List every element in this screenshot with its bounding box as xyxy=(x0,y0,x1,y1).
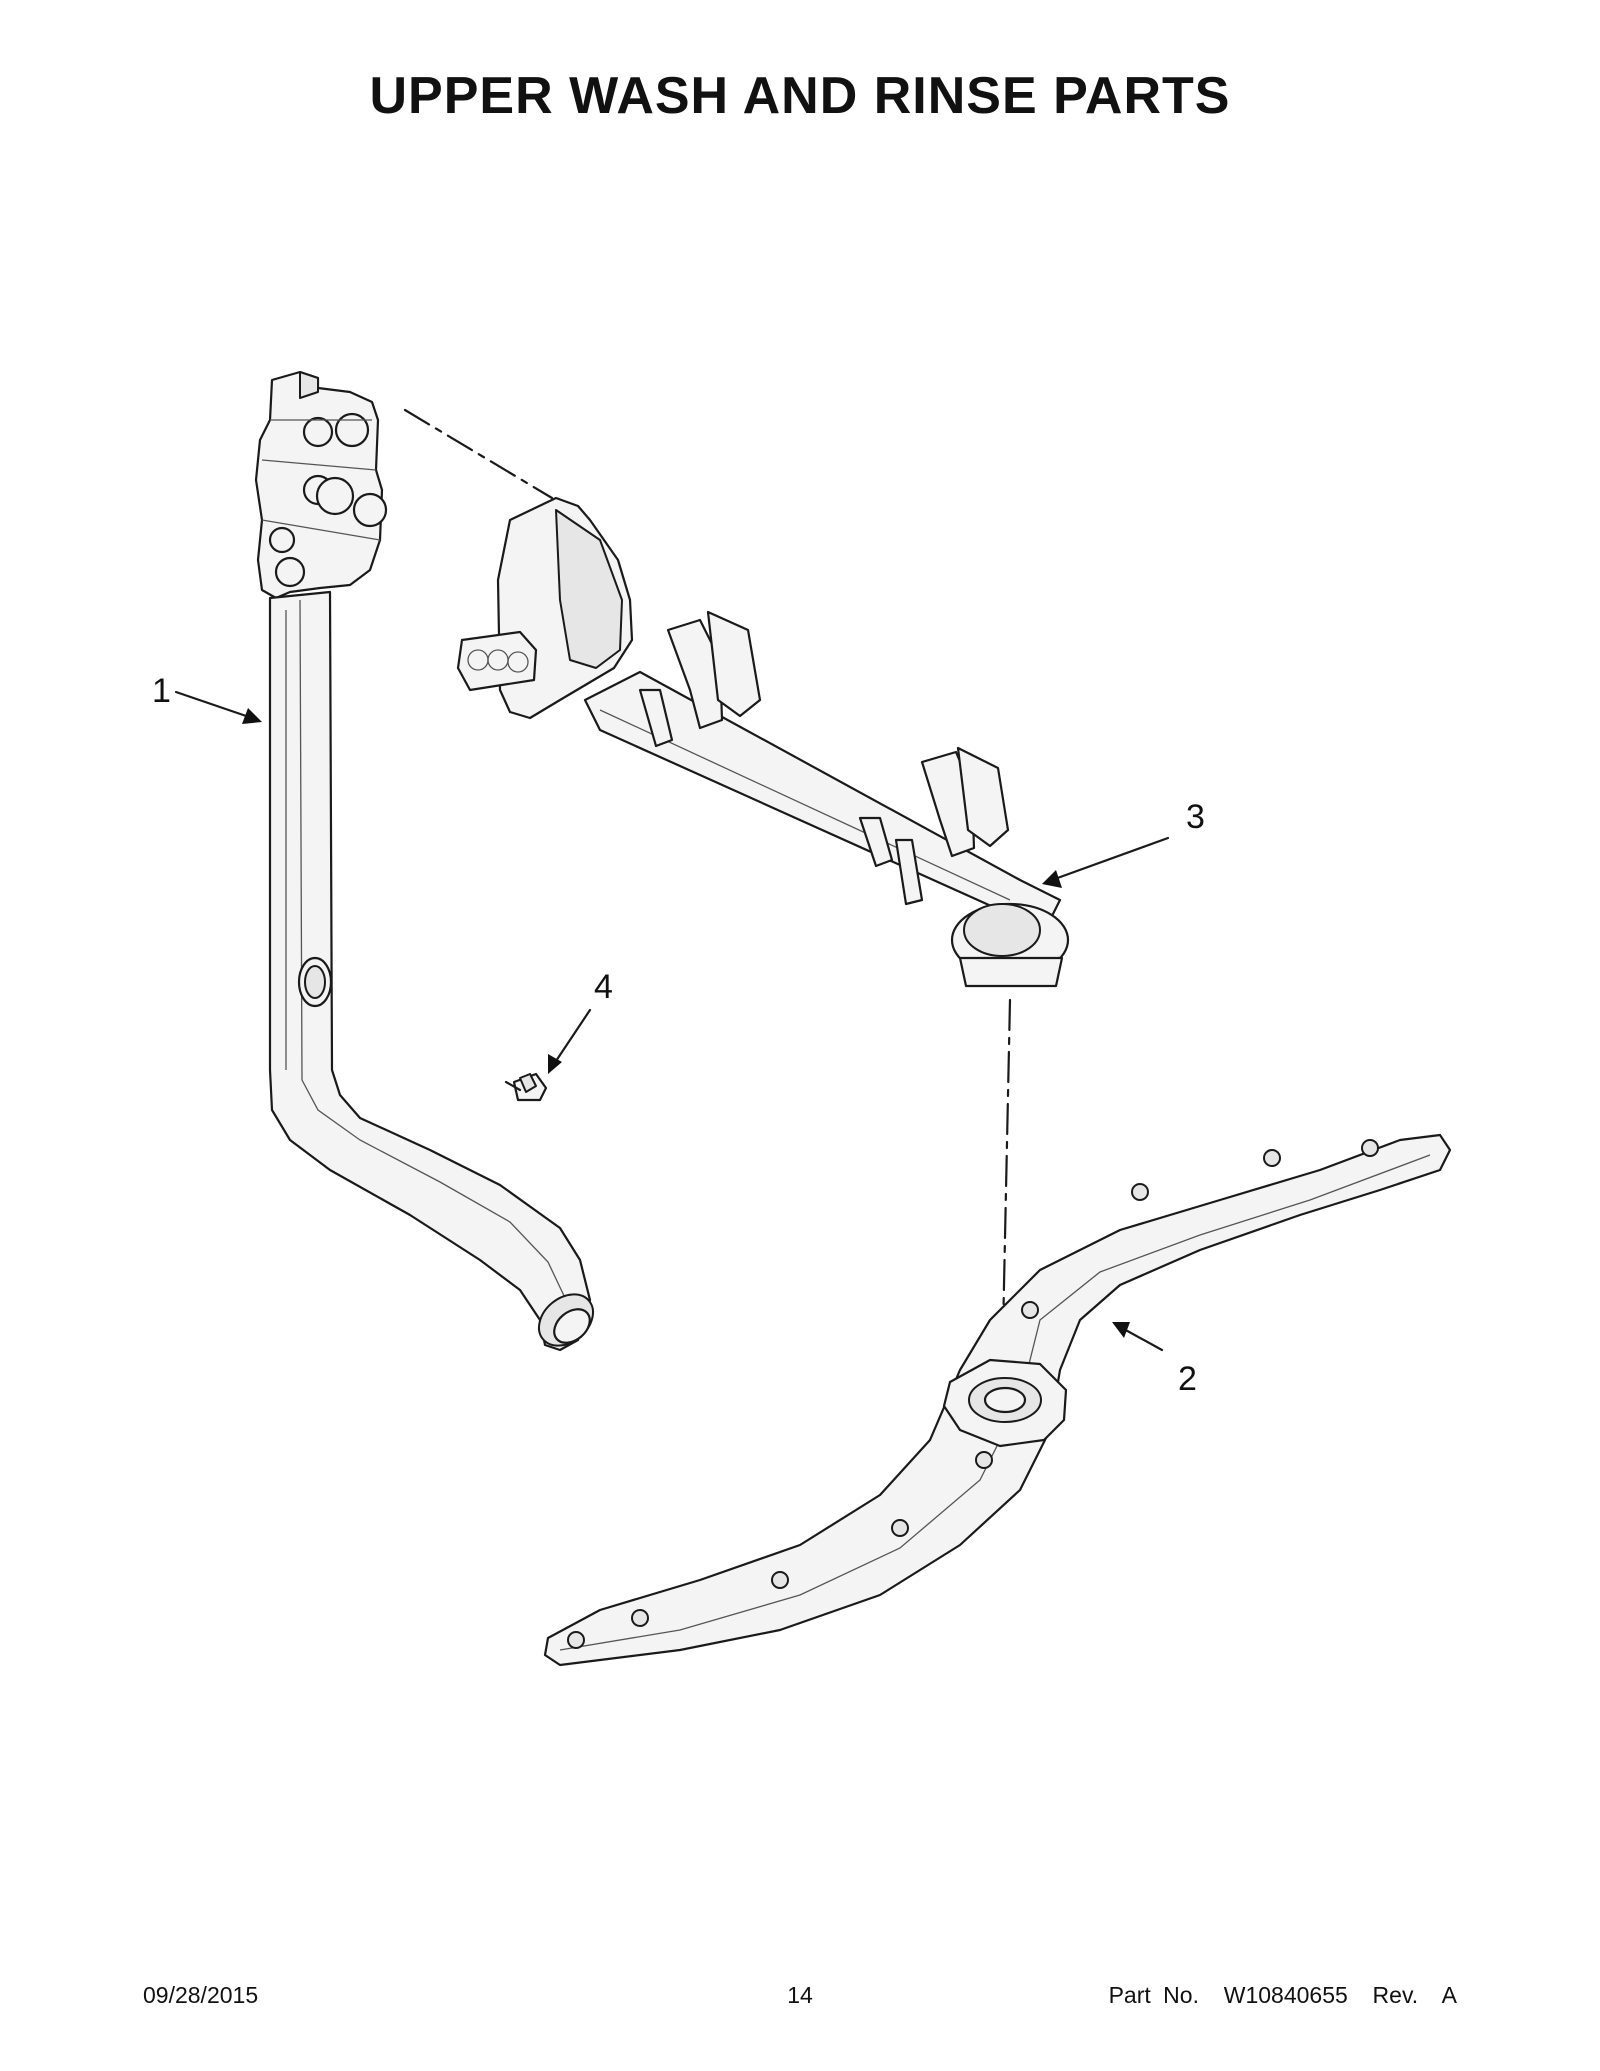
part-4-screw xyxy=(504,1072,548,1102)
part-1-supply-tube xyxy=(254,370,594,1352)
page-title: UPPER WASH AND RINSE PARTS xyxy=(369,67,1231,125)
footer-date: 09/28/2015 xyxy=(143,1982,259,2008)
footer-page-number: 14 xyxy=(787,1982,813,2008)
callout-4: 4 xyxy=(594,968,613,1006)
callout-2: 2 xyxy=(1178,1360,1197,1398)
leader-arrows xyxy=(174,690,1170,1352)
footer-part-number: Part No. W10840655 Rev. A xyxy=(1108,1982,1457,2008)
callout-3: 3 xyxy=(1186,798,1205,836)
part-2-spray-arm xyxy=(543,1133,1452,1667)
callout-1: 1 xyxy=(152,672,171,710)
part-3-spray-manifold xyxy=(456,496,1070,988)
